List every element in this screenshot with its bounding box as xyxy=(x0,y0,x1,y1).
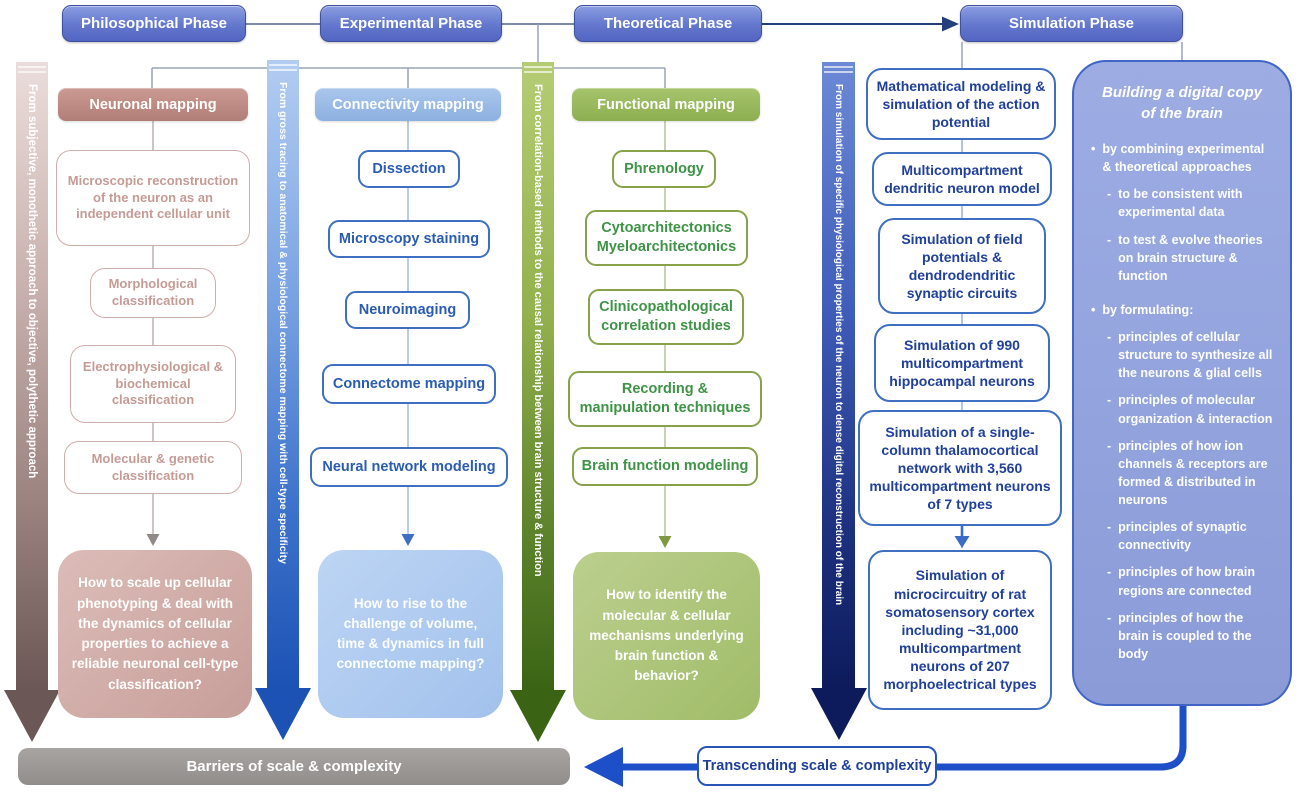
down-arrowhead-icon xyxy=(810,688,867,740)
panel-sub-label: principles of how ion channels & recepto… xyxy=(1118,438,1268,507)
connectivity-flow-arrowhead xyxy=(401,534,415,546)
neuronal-flow-arrowhead xyxy=(146,534,160,546)
transcending-arrow-shaft xyxy=(618,698,1187,771)
simulation-drop-lines xyxy=(961,42,1183,70)
panel-sub-molecular-organization: - principles of molecular organization &… xyxy=(1107,391,1277,427)
functional-flow-arrowhead xyxy=(658,536,672,548)
functional-item-clinicopathological: Clinicopathological correlation studies xyxy=(588,289,744,345)
panel-sub-label: principles of molecular organization & i… xyxy=(1118,393,1273,426)
simulation-item-dendritic-neuron-model: Multicompartment dendritic neuron model xyxy=(872,152,1052,206)
panel-sub-label: principles of synaptic connectivity xyxy=(1118,520,1247,553)
panel-sub-label: to be consistent with experimental data xyxy=(1118,187,1243,220)
dash-glyph: - xyxy=(1107,330,1112,344)
panel-sub-brain-regions: - principles of how brain regions are co… xyxy=(1107,563,1277,599)
dash-glyph: - xyxy=(1107,565,1112,580)
transition-arrow-label: From gross tracing to anatomical & physi… xyxy=(277,82,289,564)
neuronal-item-electrophysiological: Electrophysiological & biochemical class… xyxy=(70,345,236,423)
panel-sub-test-evolve: - to test & evolve theories on brain str… xyxy=(1107,231,1277,285)
transition-arrow-subjective-to-polythetic: From subjective, monothetic approach to … xyxy=(4,62,60,744)
transition-arrow-label: From simulation of specific physiologica… xyxy=(833,84,844,606)
neuronal-item-microscopic-reconstruction: Microscopic reconstruction of the neuron… xyxy=(56,150,250,246)
connectivity-item-connectome-mapping: Connectome mapping xyxy=(322,364,496,404)
transition-arrow-label: From subjective, monothetic approach to … xyxy=(26,84,38,479)
dash-glyph: - xyxy=(1107,232,1112,247)
transition-arrow-label: From correlation-based methods to the ca… xyxy=(532,84,544,577)
connectivity-mapping-header: Connectivity mapping xyxy=(315,88,501,121)
neuronal-item-molecular-genetic: Molecular & genetic classification xyxy=(64,441,242,494)
simulation-item-thalamocortical-network: Simulation of a single-column thalamocor… xyxy=(858,410,1062,526)
panel-sub-ion-channels: - principles of how ion channels & recep… xyxy=(1107,437,1277,510)
theoretical-to-simulation-arrowhead xyxy=(942,16,959,32)
connectivity-question-box: How to rise to the challenge of volume, … xyxy=(318,550,503,718)
connectivity-item-microscopy-staining: Microscopy staining xyxy=(328,220,490,258)
transcending-arrowhead xyxy=(584,747,623,787)
panel-sub-label: principles of cellular structure to synt… xyxy=(1118,330,1273,381)
digital-brain-panel: Building a digital copy of the brain • b… xyxy=(1072,60,1292,706)
panel-sub-label: to test & evolve theories on brain struc… xyxy=(1118,232,1263,283)
functional-item-phrenology: Phrenology xyxy=(612,150,716,188)
transition-arrow-simulation-to-reconstruction: From simulation of specific physiologica… xyxy=(810,62,867,742)
panel-sub-label: principles of how brain regions are conn… xyxy=(1118,565,1255,598)
bullet-glyph: • xyxy=(1091,142,1096,156)
panel-sub-cellular-structure: - principles of cellular structure to sy… xyxy=(1107,328,1277,382)
simulation-item-hippocampal-neurons: Simulation of 990 multicompartment hippo… xyxy=(874,324,1050,402)
down-arrowhead-icon xyxy=(255,688,311,740)
functional-mapping-header: Functional mapping xyxy=(572,88,760,121)
panel-sub-label: principles of how the brain is coupled t… xyxy=(1118,610,1252,661)
neuronal-mapping-header: Neuronal mapping xyxy=(58,88,248,121)
panel-sub-synaptic-connectivity: - principles of synaptic connectivity xyxy=(1107,518,1277,554)
connectivity-item-neuroimaging: Neuroimaging xyxy=(345,291,470,329)
phase-tree-lines xyxy=(151,24,666,88)
transition-arrow-correlation-to-causal: From correlation-based methods to the ca… xyxy=(510,62,566,744)
neuronal-item-morphological: Morphological classification xyxy=(90,268,216,318)
transcending-box: Transcending scale & complexity xyxy=(697,746,937,786)
dash-glyph: - xyxy=(1107,187,1112,202)
phase-philosophical: Philosophical Phase xyxy=(62,5,246,42)
simulation-flow-arrowhead xyxy=(954,536,970,548)
panel-bullet-formulating: • by formulating: xyxy=(1091,301,1275,319)
dash-glyph: - xyxy=(1107,610,1112,625)
phase-simulation: Simulation Phase xyxy=(960,5,1183,42)
bullet-glyph: • xyxy=(1091,302,1096,317)
down-arrowhead-icon xyxy=(4,690,60,742)
panel-sub-coupled-to-body: - principles of how the brain is coupled… xyxy=(1107,609,1277,663)
functional-item-cytoarchitectonics: Cytoarchitectonics Myeloarchitectonics xyxy=(585,210,748,266)
functional-question-box: How to identify the molecular & cellular… xyxy=(573,552,760,720)
functional-item-brain-function-modeling: Brain function modeling xyxy=(572,447,758,486)
phase-theoretical: Theoretical Phase xyxy=(574,5,762,42)
simulation-item-somatosensory-microcircuitry: Simulation of microcircuitry of rat soma… xyxy=(868,550,1052,710)
barriers-bar: Barriers of scale & complexity xyxy=(18,748,570,785)
neuronal-question-box: How to scale up cellular phenotyping & d… xyxy=(58,550,252,718)
phase-experimental: Experimental Phase xyxy=(320,5,502,42)
panel-sub-consistent: - to be consistent with experimental dat… xyxy=(1107,185,1277,221)
transition-arrow-gross-tracing-to-connectome: From gross tracing to anatomical & physi… xyxy=(255,60,311,742)
dash-glyph: - xyxy=(1107,520,1112,535)
dash-glyph: - xyxy=(1107,393,1112,408)
panel-bullet-label: by formulating: xyxy=(1102,302,1194,317)
panel-bullet-label: by combining experimental & theoretical … xyxy=(1102,142,1265,175)
simulation-item-field-potentials: Simulation of field potentials & dendrod… xyxy=(878,218,1046,314)
connectivity-item-dissection: Dissection xyxy=(358,150,460,188)
simulation-item-action-potential: Mathematical modeling & simulation of th… xyxy=(866,68,1056,140)
down-arrowhead-icon xyxy=(510,690,566,742)
functional-item-recording-manipulation: Recording & manipulation techniques xyxy=(568,371,762,427)
connectivity-item-neural-network-modeling: Neural network modeling xyxy=(310,447,508,487)
panel-bullet-combining: • by combining experimental & theoretica… xyxy=(1091,140,1275,176)
dash-glyph: - xyxy=(1107,438,1112,453)
panel-title: Building a digital copy of the brain xyxy=(1101,84,1262,122)
